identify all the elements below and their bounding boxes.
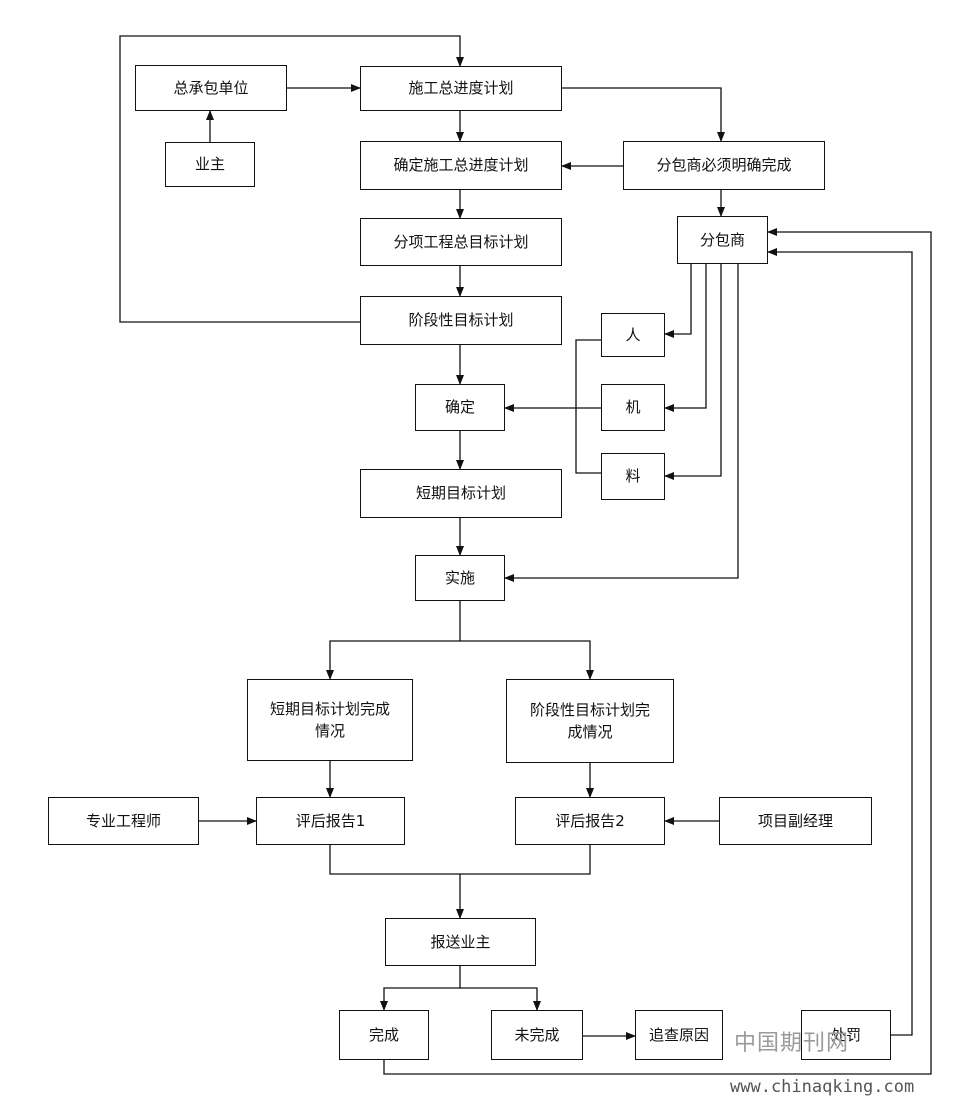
node-subcontractor-must-complete: 分包商必须明确完成 (623, 141, 825, 190)
node-label: 总承包单位 (173, 78, 249, 97)
connector-sub-implement (504, 264, 739, 582)
node-label: 项目副经理 (757, 811, 833, 830)
node-label: 未完成 (514, 1025, 560, 1044)
node-report-owner: 报送业主 (385, 918, 536, 966)
watermark-url: www.chinaqking.com (730, 1077, 915, 1097)
node-label: 专业工程师 (85, 811, 161, 830)
node-short-term-plan: 短期目标计划 (360, 469, 562, 518)
node-general-contractor: 总承包单位 (135, 65, 287, 111)
node-label: 处罚 (830, 1025, 861, 1044)
node-confirm: 确定 (415, 384, 505, 431)
node-label: 人 (625, 325, 641, 344)
node-label: 阶段性目标计划完成情况 (530, 700, 651, 742)
connector-penalty-sub (767, 248, 913, 1036)
node-label: 确定施工总进度计划 (393, 156, 529, 175)
connector-resources-bracket (575, 339, 601, 474)
node-label: 实施 (444, 568, 475, 587)
node-label: 追查原因 (648, 1025, 709, 1044)
connector-sub-material (664, 264, 722, 480)
connector-phase-loop (119, 35, 464, 323)
node-subcontractor: 分包商 (677, 216, 768, 264)
connector-reportowner-split-right (460, 987, 541, 1011)
node-label: 料 (625, 467, 641, 486)
node-label: 评后报告2 (555, 811, 625, 830)
connector-master-submust (562, 87, 725, 142)
node-master-schedule: 施工总进度计划 (360, 66, 562, 111)
node-not-completed: 未完成 (491, 1010, 583, 1060)
node-penalty: 处罚 (801, 1010, 891, 1060)
node-owner: 业主 (165, 142, 255, 187)
connector-sub-labor (664, 264, 692, 338)
node-label: 机 (625, 398, 641, 417)
node-label: 确定 (444, 398, 475, 417)
node-label: 短期目标计划 (415, 484, 506, 503)
connector-reports-join (329, 845, 591, 875)
node-label: 短期目标计划完成情况 (270, 699, 391, 741)
node-implement: 实施 (415, 555, 505, 601)
node-labor: 人 (601, 313, 665, 357)
node-label: 分包商 (699, 230, 745, 249)
node-label: 施工总进度计划 (408, 79, 514, 98)
node-report2: 评后报告2 (515, 797, 665, 845)
node-label: 报送业主 (430, 932, 491, 951)
node-material: 料 (601, 453, 665, 500)
node-engineer: 专业工程师 (48, 797, 199, 845)
node-label: 评后报告1 (295, 811, 366, 830)
node-label: 完成 (368, 1025, 399, 1044)
connector-reportowner-split (380, 966, 461, 1011)
node-confirm-master-schedule: 确定施工总进度计划 (360, 141, 562, 190)
node-sub-project-plan: 分项工程总目标计划 (360, 218, 562, 266)
node-completed: 完成 (339, 1010, 429, 1060)
node-report1: 评后报告1 (256, 797, 405, 845)
node-phase-status: 阶段性目标计划完成情况 (506, 679, 674, 763)
node-label: 业主 (194, 155, 225, 174)
node-label: 阶段性目标计划 (408, 311, 514, 330)
node-label: 分包商必须明确完成 (656, 156, 792, 175)
connector-implement-split-right (460, 640, 594, 680)
node-short-term-status: 短期目标计划完成情况 (247, 679, 413, 761)
connector-completed-sub (383, 228, 932, 1075)
node-phase-plan: 阶段性目标计划 (360, 296, 562, 345)
node-label: 分项工程总目标计划 (393, 232, 529, 251)
connector-implement-split (326, 601, 461, 680)
node-investigate: 追查原因 (635, 1010, 723, 1060)
watermark-site-name: 中国期刊网 (734, 1031, 850, 1056)
connector-sub-machine (664, 264, 707, 412)
node-machine: 机 (601, 384, 665, 431)
node-deputy-pm: 项目副经理 (719, 797, 872, 845)
